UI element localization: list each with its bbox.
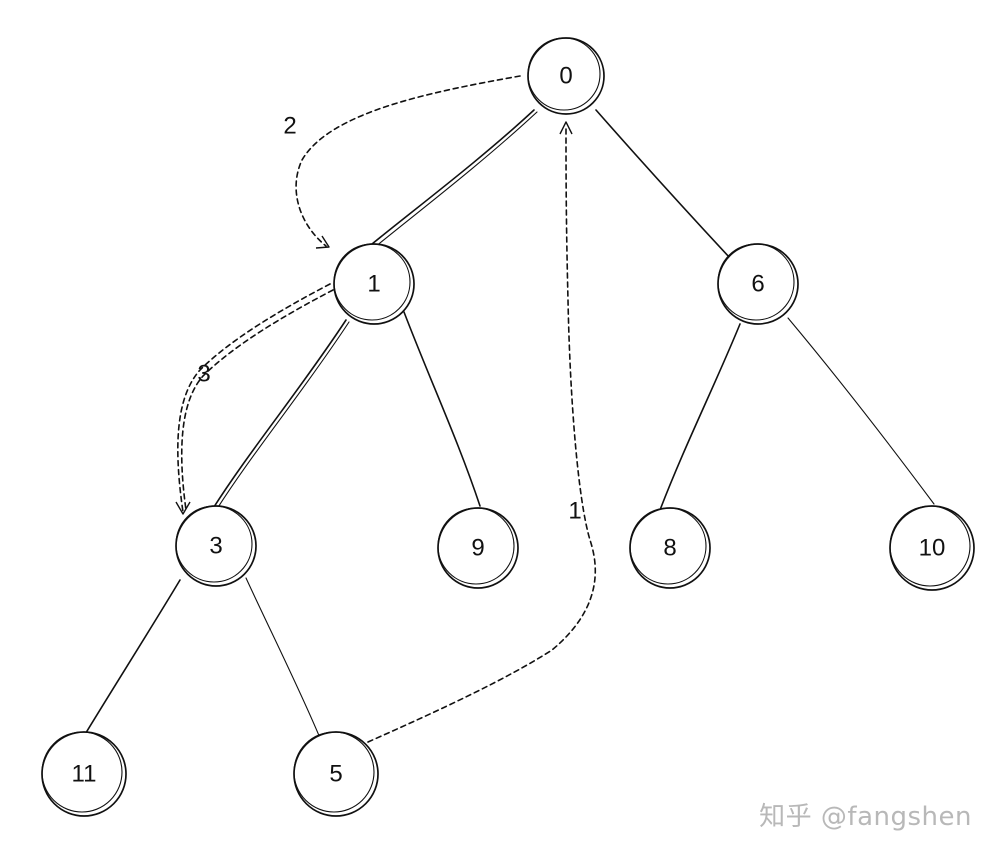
edge-0-6 [595,109,731,259]
node-0: 0 [527,37,605,115]
arrow-step-1-head [559,121,573,135]
node-6: 6 [717,243,799,325]
watermark: 知乎 @fangshen [759,802,972,832]
node-8: 8 [629,507,711,589]
arrow-step-1 [367,125,597,743]
node-0-label: 0 [559,63,572,90]
node-3-label: 3 [209,533,222,560]
node-9-label: 9 [471,535,484,562]
arrow-step-3-sketch [180,289,334,511]
edge-0-1 [371,109,535,245]
traversal-arrows [175,75,597,743]
node-11: 11 [41,731,127,817]
node-8-label: 8 [663,535,676,562]
node-10-label: 10 [919,535,946,562]
edge-3-5 [245,577,321,739]
node-3: 3 [175,505,257,587]
node-9: 9 [437,507,519,589]
step-label-2: 2 [283,113,296,140]
step-labels: 1 2 3 [197,113,581,525]
node-6-label: 6 [751,271,764,298]
node-10: 10 [889,505,975,591]
step-label-1: 1 [568,498,581,525]
edge-1-3 [211,319,347,511]
edge-1-3-sketch [214,321,350,513]
tree-edges [83,109,935,739]
arrow-step-2 [295,75,521,247]
edge-6-8 [659,323,741,511]
step-label-3: 3 [197,361,210,388]
node-5: 5 [293,731,379,817]
edge-6-10 [787,317,935,505]
edge-3-11 [83,579,181,737]
node-11-label: 11 [72,761,97,788]
tree-nodes: 0 1 6 3 9 8 10 [41,37,975,817]
node-1: 1 [333,243,415,325]
edge-0-1-sketch [374,111,538,248]
arrow-step-3 [177,283,331,513]
edge-1-9 [403,311,481,507]
arrow-step-3-head [175,501,191,515]
node-5-label: 5 [329,761,342,788]
node-1-label: 1 [367,271,380,298]
arrow-step-2-head [315,235,330,249]
